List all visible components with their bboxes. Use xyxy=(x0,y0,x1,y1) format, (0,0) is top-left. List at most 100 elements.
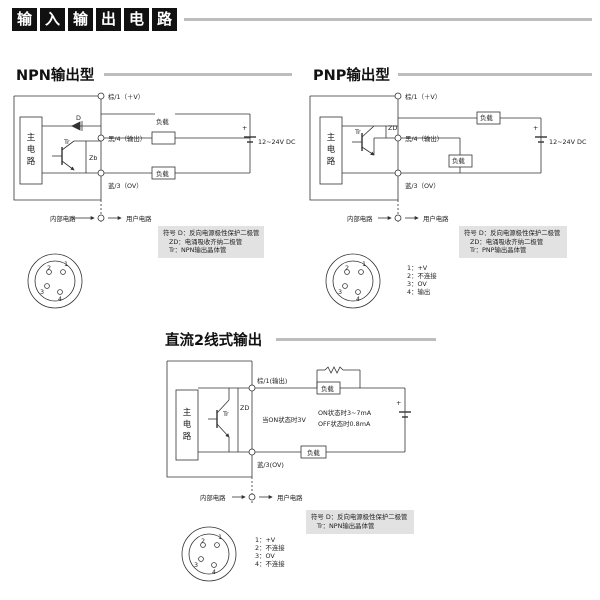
dc2-main-3: 路 xyxy=(183,431,192,442)
pnp-legend-line-3: Tr：PNP输出晶体管 xyxy=(470,246,527,254)
header-char-3: 输 xyxy=(68,8,93,31)
dc2-pin-4: 4 xyxy=(212,568,216,576)
pnp-circuit xyxy=(309,92,547,309)
pnp-pin-list-1: 1：+V xyxy=(407,264,428,272)
dc2-off-current: OFF状态时0.8mA xyxy=(318,419,371,428)
npn-load-box-2 xyxy=(151,166,176,180)
npn-legend-line-3: Tr：NPN输出晶体管 xyxy=(169,246,227,254)
pnp-legend: 符号 D：反向电源极性保护二极管 ZD：电涌吸收齐纳二极管 Tr：PNP输出晶体… xyxy=(459,226,567,258)
pnp-load-box-2 xyxy=(448,154,473,168)
dc2-load-label-1: 负载 xyxy=(321,384,334,393)
pnp-title-rule xyxy=(398,73,592,76)
npn-pin-4: 4 xyxy=(58,295,62,303)
pnp-internal-label: 内部电路 xyxy=(347,214,373,223)
dc2-pin-list-1: 1：+V xyxy=(255,536,276,544)
npn-load-box-1 xyxy=(151,131,176,145)
pnp-pin-4: 4 xyxy=(356,295,360,303)
pnp-legend-line-1: 符号 D：反向电源极性保护二极管 xyxy=(464,229,561,237)
npn-main-circuit-box xyxy=(19,116,43,185)
npn-legend-line-1: 符号 D：反向电源极性保护二极管 xyxy=(163,229,260,237)
pnp-pin-3: 3 xyxy=(338,288,342,296)
dc2-on-current: ON状态时3~7mA xyxy=(318,408,372,417)
pnp-load-label-1: 负载 xyxy=(480,113,493,122)
dc2-title: 直流2线式输出 xyxy=(165,333,263,349)
npn-pin-3: 3 xyxy=(40,288,44,296)
npn-main-3: 路 xyxy=(27,156,36,167)
pnp-terminal-blue: 蓝/3（OV） xyxy=(405,181,440,190)
npn-terminal-blue: 蓝/3（OV） xyxy=(108,181,143,190)
npn-terminal-black: 黑/4（输出） xyxy=(108,134,146,143)
npn-diode-label: D xyxy=(76,114,81,122)
dc2-main-2: 电 xyxy=(183,419,192,430)
pnp-title: PNP输出型 xyxy=(313,68,390,84)
npn-battery-plus: + xyxy=(242,124,247,132)
npn-zener-label: Zb xyxy=(89,154,97,162)
header-char-2: 入 xyxy=(40,8,65,31)
pnp-legend-line-2: ZD：电涌吸收齐纳二极管 xyxy=(470,237,544,246)
dc2-terminal-blue: 蓝/3(OV) xyxy=(257,460,284,469)
dc2-circuit xyxy=(166,360,411,582)
dc2-terminal-brown: 棕/1(输出) xyxy=(257,376,287,385)
dc2-legend-line-1: 符号 D：反向电源极性保护二极管 xyxy=(311,513,408,521)
header-rule xyxy=(184,18,592,21)
pnp-pin-list-2: 2：不连接 xyxy=(407,272,437,280)
dc2-pin-list-3: 3：OV xyxy=(255,552,275,560)
npn-internal-label: 内部电路 xyxy=(50,214,76,223)
pnp-main-1: 主 xyxy=(327,132,336,143)
pnp-load-box-1 xyxy=(476,111,501,125)
dc2-transistor-label: Tr xyxy=(222,410,229,418)
pnp-pin-list-3: 3：OV xyxy=(407,280,427,288)
npn-pin-1: 1 xyxy=(64,260,68,268)
dc2-pin-3: 3 xyxy=(194,561,198,569)
npn-load-label-1: 负载 xyxy=(156,117,169,126)
dc2-legend-line-2: Tr：NPN输出晶体管 xyxy=(317,521,375,530)
pnp-transistor-label: Tr xyxy=(354,128,361,136)
dc2-pin-2: 2 xyxy=(201,537,205,545)
npn-terminal-brown: 棕/1（＋V） xyxy=(108,92,144,101)
dc2-on-voltage: 当ON状态时3V xyxy=(262,415,306,424)
dc2-main-circuit-box xyxy=(175,389,199,461)
npn-title: NPN输出型 xyxy=(16,68,95,84)
npn-main-2: 电 xyxy=(27,144,36,155)
npn-supply-label: 12~24V DC xyxy=(258,138,296,146)
pnp-terminal-black: 黑/4（输出） xyxy=(405,134,443,143)
pnp-terminal-brown: 棕/1（＋V） xyxy=(405,92,441,101)
dc2-pin-1: 1 xyxy=(218,533,222,541)
pnp-pin-list-4: 4：输出 xyxy=(407,288,431,296)
pnp-main-3: 路 xyxy=(327,156,336,167)
header-char-4: 出 xyxy=(96,8,121,31)
npn-transistor-label: Tr xyxy=(63,138,70,146)
npn-legend: 符号 D：反向电源极性保护二极管 ZD：电涌吸收齐纳二极管 Tr：NPN输出晶体… xyxy=(158,226,264,258)
pnp-pin-list: 1：+V 2：不连接 3：OV 4：输出 xyxy=(407,264,437,296)
dc2-load-label-2: 负载 xyxy=(307,448,320,457)
dc2-legend: 符号 D：反向电源极性保护二极管 Tr：NPN输出晶体管 xyxy=(306,510,414,534)
dc2-pin-list: 1：+V 2：不连接 3：OV 4：不连接 xyxy=(255,536,285,568)
pnp-supply-label: 12~24V DC xyxy=(549,138,587,146)
npn-user-label: 用户电路 xyxy=(126,214,152,223)
pnp-main-2: 电 xyxy=(327,144,336,155)
npn-title-rule xyxy=(104,73,292,76)
pnp-battery-plus: + xyxy=(533,124,538,132)
dc2-pin-list-4: 4：不连接 xyxy=(255,560,285,568)
npn-load-label-2: 负载 xyxy=(156,169,169,178)
npn-main-1: 主 xyxy=(27,132,36,143)
dc2-pin-list-2: 2：不连接 xyxy=(255,544,285,552)
pnp-user-label: 用户电路 xyxy=(423,214,449,223)
dc2-main-1: 主 xyxy=(183,407,192,418)
header-char-1: 输 xyxy=(12,8,37,31)
dc2-load-box-2 xyxy=(300,445,327,459)
pnp-zener-label: ZD xyxy=(388,124,397,132)
dc2-load-box-1 xyxy=(316,381,341,395)
header-char-6: 路 xyxy=(152,8,177,31)
header-char-5: 电 xyxy=(124,8,149,31)
pnp-pin-2: 2 xyxy=(345,264,349,272)
npn-pin-2: 2 xyxy=(47,264,51,272)
dc2-battery-plus: + xyxy=(396,399,401,407)
npn-legend-line-2: ZD：电涌吸收齐纳二极管 xyxy=(169,237,243,246)
dc2-title-rule xyxy=(276,338,436,341)
dc2-user-label: 用户电路 xyxy=(277,493,303,502)
dc2-internal-label: 内部电路 xyxy=(200,493,226,502)
pnp-pin-1: 1 xyxy=(362,260,366,268)
npn-circuit xyxy=(13,92,256,309)
